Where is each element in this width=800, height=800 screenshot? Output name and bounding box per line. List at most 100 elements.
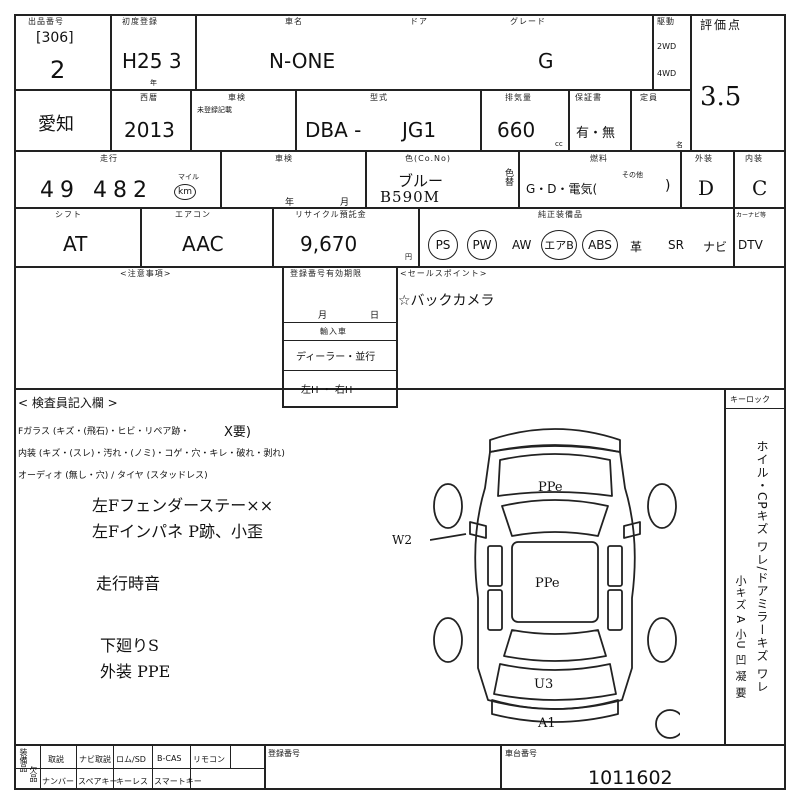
v-line-q <box>418 207 420 266</box>
displacement-label: 排気量 <box>505 93 532 102</box>
notes-line-3 <box>282 370 398 371</box>
glass-line: Fガラス (キズ・(飛石)・ヒビ・リペア跡・ <box>18 427 190 437</box>
exterior-grade: D <box>698 176 715 200</box>
car-name-label: 車名 <box>285 17 303 26</box>
drive-label: 駆動 <box>657 17 675 26</box>
v-line-i <box>630 89 632 150</box>
lane-code: [306] <box>36 30 74 46</box>
row-line-1 <box>110 89 690 91</box>
v-line-foot-e <box>190 744 191 789</box>
model-label: 型式 <box>370 93 388 102</box>
footer-keyless: キーレス <box>116 777 148 786</box>
notes-label: <注意事項> <box>120 269 172 278</box>
footer-remote: リモコン <box>193 755 225 764</box>
score-label: 評価点 <box>700 18 743 32</box>
frame-right <box>784 14 786 789</box>
v-line-t <box>396 266 398 408</box>
v-line-g <box>480 89 482 150</box>
sales-label: <セールスポイント> <box>400 269 488 278</box>
v-line-foot-f <box>230 744 231 768</box>
row-line-5 <box>14 388 786 390</box>
diagram-mark-hood: PPe <box>538 480 563 495</box>
expiry-day: 日 <box>370 311 380 321</box>
frame-bottom <box>14 788 786 790</box>
equipment-aw: AW <box>512 238 532 252</box>
inspection-date-year: 年 <box>285 198 295 208</box>
glass-mark: X要) <box>224 425 251 440</box>
cc-unit: cc <box>555 140 563 148</box>
notes-line-1 <box>282 322 398 323</box>
hand-note-2: 左Fインパネ P跡、小歪 <box>92 522 263 541</box>
drive-4wd: 4WD <box>657 69 677 78</box>
legend-vertical: ホイル・CPキズ ワレ/ドアミラーキズ ワレ <box>755 440 769 694</box>
expiry-month: 月 <box>318 311 328 321</box>
equipment-ps: PS <box>428 230 458 260</box>
audio-line: オーディオ (無し・穴) / タイヤ (スタッドレス) <box>18 471 208 481</box>
equipment-sr: SR <box>668 238 684 252</box>
equipment-abs: ABS <box>582 230 618 260</box>
hand-note-5: 外装 PPE <box>100 662 171 681</box>
keylock-line <box>724 408 786 409</box>
displacement-value: 660 <box>497 118 536 142</box>
door-label: ドア <box>410 17 428 26</box>
notes-line-2 <box>282 340 398 341</box>
footer-spare-key: スペアキー <box>78 777 118 786</box>
diagram-mark-bumper: A1 <box>538 716 556 731</box>
mileage-value: 49 482 <box>40 178 153 203</box>
v-line-p <box>272 207 274 266</box>
lane-label: 出品番号 <box>28 17 64 26</box>
capacity-unit: 名 <box>676 141 683 149</box>
v-line-n <box>733 150 735 207</box>
v-line-b <box>195 14 197 90</box>
v-line-foot-c <box>113 744 114 789</box>
footer-number-plate: ナンバー <box>42 777 74 786</box>
color-label: 色(Co.No) <box>405 154 452 163</box>
v-line-k <box>365 150 367 207</box>
year-value: 2013 <box>124 118 175 142</box>
v-line-d <box>690 14 692 150</box>
interior-line: 内装 (キズ・(スレ)・汚れ・(ノミ)・コゲ・穴・キレ・破れ・剥れ) <box>18 449 285 459</box>
inspection-expiry-label: 登録番号有効期限 <box>290 269 362 278</box>
interior-grade: C <box>752 176 768 200</box>
v-line-u <box>724 388 726 744</box>
mileage-label: 走行 <box>100 154 118 163</box>
aircon-value: AAC <box>182 232 224 256</box>
equipment-dtv: DTV <box>738 238 763 252</box>
capacity-label: 定員 <box>640 93 658 102</box>
fuel-label: 燃料 <box>590 154 608 163</box>
footer-row-label-2: 欠品 <box>29 766 38 782</box>
v-line-a <box>110 14 112 150</box>
v-line-f <box>295 89 297 150</box>
hand-note-3: 走行時音 <box>96 574 161 593</box>
model-code: JG1 <box>402 118 437 142</box>
equipment-airbag: エアB <box>541 230 577 260</box>
grade-label: グレード <box>510 17 546 26</box>
v-line-foot-g <box>264 744 266 789</box>
equipment-pw: PW <box>467 230 497 260</box>
first-reg-unit: 年 <box>150 79 157 87</box>
v-line-m <box>680 150 682 207</box>
score-value: 3.5 <box>700 82 742 112</box>
hand-note-1: 左Fフェンダーステー×× <box>92 496 274 515</box>
exterior-label: 外装 <box>695 154 713 163</box>
record-label: 保証書 <box>575 93 602 102</box>
first-reg-label: 初度登録 <box>122 17 158 26</box>
recycle-value: 9,670 <box>300 232 358 256</box>
v-line-foot-a <box>40 744 41 789</box>
diagram-mark-rear: U3 <box>534 677 554 692</box>
row-line-1b <box>14 89 110 91</box>
row-line-2 <box>14 150 786 152</box>
equipment-label: 純正装備品 <box>538 210 583 219</box>
row-line-4 <box>14 266 786 268</box>
v-line-foot-h <box>500 744 502 789</box>
interior-label: 内装 <box>745 154 763 163</box>
row-line-3 <box>14 207 786 209</box>
inspection-label: 車検 <box>228 93 246 102</box>
v-line-o <box>140 207 142 266</box>
recycle-unit: 円 <box>405 253 412 261</box>
equipment-navi: ナビ <box>703 240 728 254</box>
footer-rom-sd: ロム/SD <box>116 755 146 764</box>
fuel-other-label: その他 <box>622 171 643 179</box>
handle-label: 左H ・ 右H <box>301 385 353 396</box>
v-line-e <box>190 89 192 150</box>
